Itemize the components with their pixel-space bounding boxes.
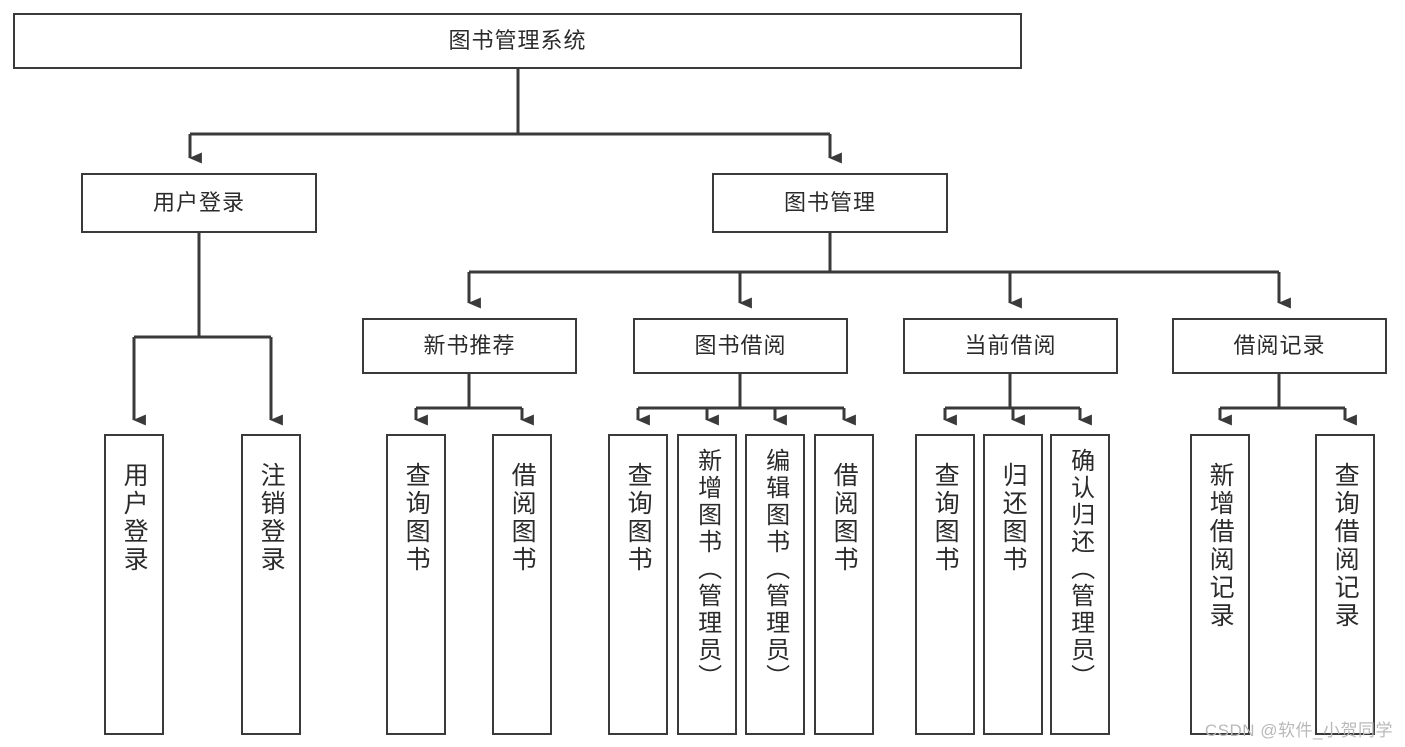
node-leaf-borrow-book-1[interactable]: 借阅图书 bbox=[492, 434, 552, 735]
node-leaf-add-record-label: 新增借阅记录 bbox=[1206, 462, 1235, 630]
node-leaf-return-book-label: 归还图书 bbox=[999, 462, 1028, 574]
node-leaf-borrow-book-2-label: 借阅图书 bbox=[830, 462, 859, 574]
node-current-borrow[interactable]: 当前借阅 bbox=[903, 318, 1118, 374]
node-leaf-add-book-label: 新增图书（管理员） bbox=[693, 448, 721, 691]
node-user-login-label: 用户登录 bbox=[152, 190, 245, 216]
node-leaf-edit-book[interactable]: 编辑图书（管理员） bbox=[745, 434, 805, 735]
node-leaf-query-book-1-label: 查询图书 bbox=[402, 462, 431, 574]
node-root-label: 图书管理系统 bbox=[448, 28, 587, 54]
node-leaf-add-record[interactable]: 新增借阅记录 bbox=[1190, 434, 1250, 735]
node-new-book-recommend-label: 新书推荐 bbox=[423, 333, 516, 359]
node-book-manage[interactable]: 图书管理 bbox=[712, 173, 948, 233]
node-leaf-query-book-3[interactable]: 查询图书 bbox=[915, 434, 975, 735]
node-borrow-record[interactable]: 借阅记录 bbox=[1172, 318, 1387, 374]
node-leaf-logout-login-label: 注销登录 bbox=[257, 462, 286, 574]
node-new-book-recommend[interactable]: 新书推荐 bbox=[362, 318, 577, 374]
node-leaf-user-login[interactable]: 用户登录 bbox=[104, 434, 164, 735]
node-root[interactable]: 图书管理系统 bbox=[13, 13, 1022, 69]
node-leaf-logout-login[interactable]: 注销登录 bbox=[241, 434, 301, 735]
node-book-borrow[interactable]: 图书借阅 bbox=[633, 318, 848, 374]
node-leaf-user-login-label: 用户登录 bbox=[120, 462, 149, 574]
node-user-login[interactable]: 用户登录 bbox=[81, 173, 317, 233]
node-leaf-edit-book-label: 编辑图书（管理员） bbox=[761, 448, 789, 691]
node-leaf-confirm-return-label: 确认归还（管理员） bbox=[1066, 448, 1094, 691]
node-leaf-return-book[interactable]: 归还图书 bbox=[983, 434, 1043, 735]
node-book-manage-label: 图书管理 bbox=[783, 190, 876, 216]
node-current-borrow-label: 当前借阅 bbox=[964, 333, 1057, 359]
node-leaf-borrow-book-1-label: 借阅图书 bbox=[508, 462, 537, 574]
node-leaf-add-book[interactable]: 新增图书（管理员） bbox=[677, 434, 737, 735]
node-leaf-query-book-2-label: 查询图书 bbox=[624, 462, 653, 574]
node-leaf-borrow-book-2[interactable]: 借阅图书 bbox=[814, 434, 874, 735]
node-book-borrow-label: 图书借阅 bbox=[694, 333, 787, 359]
node-leaf-query-book-3-label: 查询图书 bbox=[931, 462, 960, 574]
node-borrow-record-label: 借阅记录 bbox=[1233, 333, 1326, 359]
watermark: CSDN @软件_小贺同学 bbox=[1204, 721, 1393, 740]
node-leaf-query-book-2[interactable]: 查询图书 bbox=[608, 434, 668, 735]
node-leaf-confirm-return[interactable]: 确认归还（管理员） bbox=[1050, 434, 1110, 735]
node-leaf-query-record[interactable]: 查询借阅记录 bbox=[1315, 434, 1375, 735]
node-leaf-query-record-label: 查询借阅记录 bbox=[1331, 462, 1360, 630]
node-leaf-query-book-1[interactable]: 查询图书 bbox=[386, 434, 446, 735]
